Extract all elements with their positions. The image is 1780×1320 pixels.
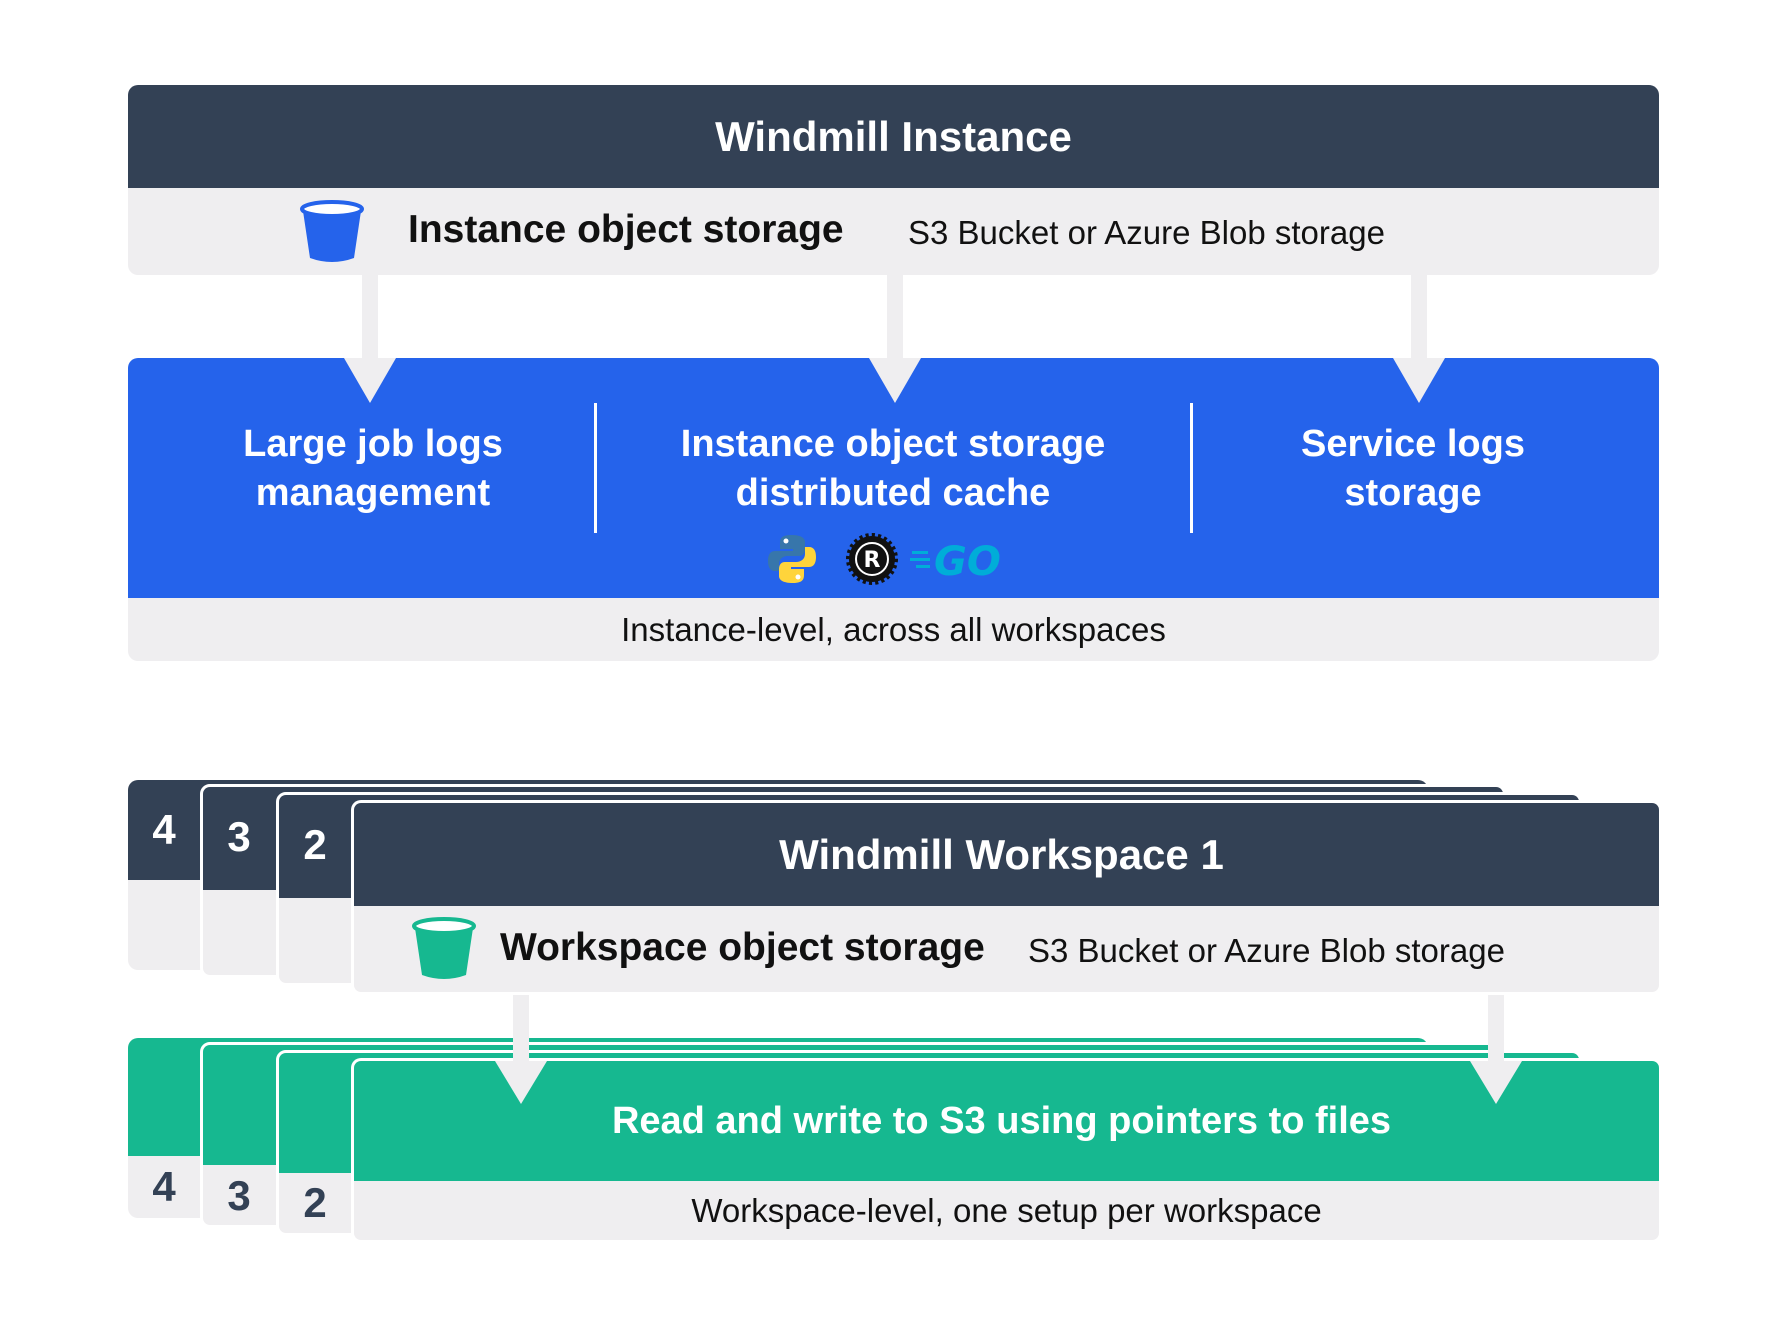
arrow-head — [869, 358, 921, 403]
feature-line: Instance object storage — [680, 423, 1106, 465]
rust-icon: R — [846, 533, 898, 585]
feature-line: storage — [1344, 472, 1482, 514]
workspace-feature-card-3-number: 3 — [203, 1165, 275, 1227]
connector-stem — [362, 275, 378, 365]
stack-number: 4 — [152, 1163, 176, 1210]
feature-large-job-logs: Large job logs management — [158, 420, 588, 518]
instance-storage-sub: S3 Bucket or Azure Blob storage — [908, 214, 1385, 251]
feature-distributed-cache: Instance object storage distributed cach… — [618, 420, 1168, 518]
workspace-feature-card-2-number: 2 — [279, 1172, 351, 1234]
bucket-icon — [300, 200, 364, 262]
instance-title: Windmill Instance — [715, 113, 1072, 160]
connector-stem — [513, 995, 529, 1065]
instance-footer: Instance-level, across all workspaces — [128, 598, 1659, 661]
go-icon: GO — [910, 539, 1001, 585]
feature-line: distributed cache — [735, 472, 1051, 514]
stack-number: 4 — [152, 806, 176, 853]
feature-line: management — [255, 472, 491, 514]
instance-storage-bar: Instance object storage S3 Bucket or Azu… — [128, 188, 1659, 275]
workspace-footer: Workspace-level, one setup per workspace — [351, 1181, 1662, 1243]
workspace-footer-text: Workspace-level, one setup per workspace — [691, 1192, 1322, 1229]
svg-text:R: R — [864, 548, 881, 573]
workspace-title: Windmill Workspace 1 — [779, 831, 1224, 878]
python-icon — [768, 535, 816, 583]
workspace-feature-card-4-number: 4 — [128, 1156, 200, 1218]
instance-header: Windmill Instance — [128, 85, 1659, 188]
workspace-storage-label: Workspace object storage — [500, 926, 985, 969]
svg-text:GO: GO — [934, 539, 1001, 585]
connector-stem — [1488, 995, 1504, 1065]
stack-number: 3 — [227, 1172, 251, 1219]
feature-service-logs: Service logs storage — [1198, 420, 1628, 518]
arrow-head — [495, 1061, 547, 1104]
workspace-header: Windmill Workspace 1 — [351, 800, 1662, 906]
instance-footer-text: Instance-level, across all workspaces — [621, 611, 1166, 648]
stack-number: 2 — [303, 821, 327, 868]
stack-number: 3 — [227, 813, 251, 860]
workspace-storage-bar: Workspace object storage S3 Bucket or Az… — [351, 906, 1662, 995]
workspace-card-2-number: 2 — [279, 795, 351, 895]
workspace-card-4-number: 4 — [128, 780, 200, 880]
arrow-head — [344, 358, 396, 403]
feature-divider — [594, 403, 597, 533]
instance-features-panel: Large job logs management Instance objec… — [128, 358, 1659, 598]
bucket-icon — [412, 917, 476, 979]
arrow-head — [1393, 358, 1445, 403]
workspace-feature-text: Read and write to S3 using pointers to f… — [611, 1100, 1392, 1142]
feature-line: Large job logs — [243, 423, 503, 465]
feature-line: Service logs — [1301, 423, 1525, 465]
instance-storage-label: Instance object storage — [408, 208, 844, 251]
workspace-storage-sub: S3 Bucket or Azure Blob storage — [1028, 932, 1505, 969]
connector-stem — [887, 275, 903, 365]
feature-divider — [1190, 403, 1193, 533]
arrow-head — [1470, 1061, 1522, 1104]
workspace-card-3-number: 3 — [203, 787, 275, 887]
connector-stem — [1411, 275, 1427, 365]
workspace-feature-panel: Read and write to S3 using pointers to f… — [351, 1058, 1662, 1181]
stack-number: 2 — [303, 1179, 327, 1226]
